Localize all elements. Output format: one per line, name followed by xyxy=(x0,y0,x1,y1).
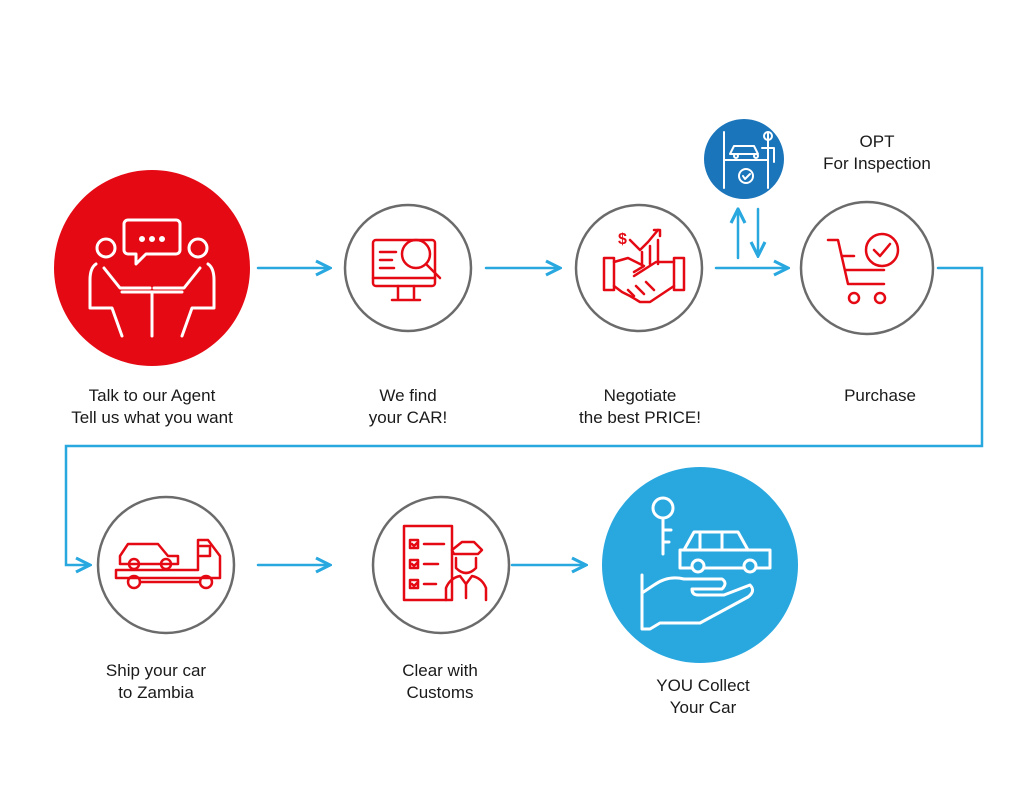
key-car-hand-icon xyxy=(640,496,772,631)
step-ship-car xyxy=(96,495,236,635)
step-customs xyxy=(371,495,511,635)
label-line: For Inspection xyxy=(823,154,931,173)
tow-truck-icon xyxy=(114,538,222,590)
customs-officer-checklist-icon xyxy=(402,524,488,602)
label-line: YOU Collect xyxy=(656,676,750,695)
step-inspection-label: OPT For Inspection xyxy=(797,131,957,175)
step-inspection xyxy=(704,119,784,199)
car-lift-inspection-icon xyxy=(723,131,775,189)
shopping-cart-check-icon xyxy=(826,232,900,305)
connectors xyxy=(64,209,984,565)
label-line: Ship your car xyxy=(105,661,207,680)
step-negotiate-label: Negotiate the best PRICE! xyxy=(545,385,735,429)
step-talk-to-agent-label: Talk to our Agent Tell us what you want xyxy=(32,385,272,429)
label-line: Purchase xyxy=(844,386,916,405)
label-line: Clear with xyxy=(402,661,478,680)
meeting-chat-icon xyxy=(88,218,216,338)
step-collect-car-label: YOU Collect Your Car xyxy=(613,675,793,719)
label-line: Tell us what you want xyxy=(71,408,233,427)
step-talk-to-agent xyxy=(54,170,250,366)
label-line: Talk to our Agent xyxy=(88,386,216,405)
step-purchase-label: Purchase xyxy=(790,385,970,407)
step-purchase xyxy=(799,200,935,336)
label-line: the best PRICE! xyxy=(579,408,701,427)
label-line: your CAR! xyxy=(368,408,448,427)
monitor-search-icon xyxy=(371,238,442,302)
step-we-find-car-label: We find your CAR! xyxy=(318,385,498,429)
label-line: We find xyxy=(379,386,437,405)
step-ship-car-label: Ship your car to Zambia xyxy=(66,660,246,704)
label-line: to Zambia xyxy=(118,683,194,702)
arrow-step4-to-step5 xyxy=(64,266,984,565)
label-line: Your Car xyxy=(669,698,737,717)
svg-text:$: $ xyxy=(618,231,627,248)
step-we-find-car xyxy=(343,203,473,333)
label-line: Customs xyxy=(406,683,474,702)
label-line: Negotiate xyxy=(603,386,677,405)
label-line: OPT xyxy=(859,132,895,151)
step-negotiate: $ xyxy=(574,203,704,333)
step-customs-label: Clear with Customs xyxy=(350,660,530,704)
handshake-deal-icon: $ xyxy=(602,228,686,304)
step-collect-car xyxy=(602,467,798,663)
